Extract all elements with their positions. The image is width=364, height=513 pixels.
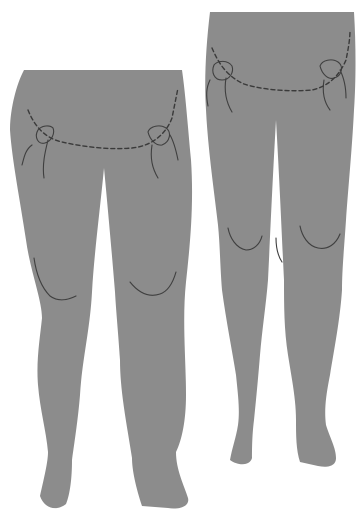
- right-figure: [205, 12, 355, 467]
- left-figure: [10, 70, 192, 509]
- right-figure-inner-knee-contour: [276, 238, 282, 262]
- left-figure-silhouette: [10, 70, 192, 509]
- right-figure-silhouette: [205, 12, 355, 467]
